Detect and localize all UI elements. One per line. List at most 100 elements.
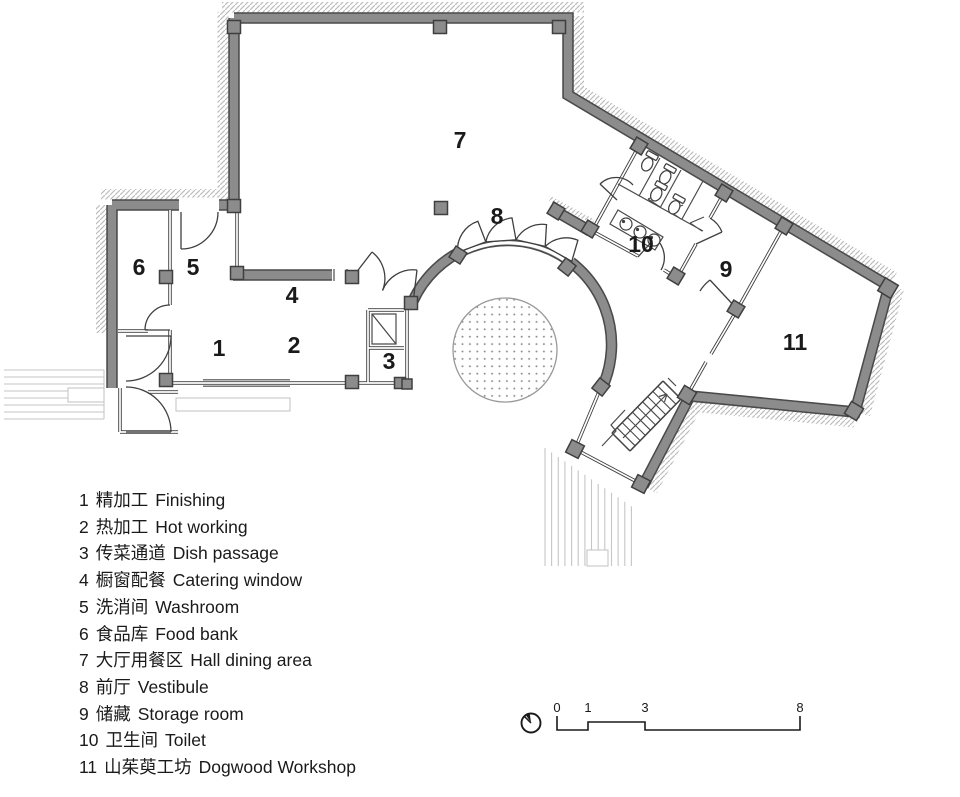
room-label-11: 11: [783, 329, 808, 355]
column: [774, 216, 794, 236]
dumbwaiter-shaft: [371, 313, 397, 345]
legend-item-zh: 山茱萸工坊: [104, 757, 192, 778]
column: [447, 244, 469, 266]
column: [401, 378, 413, 390]
column: [403, 295, 419, 311]
sinks: [619, 217, 661, 247]
exterior-hatch: [96, 2, 904, 494]
room-label-8: 8: [491, 203, 504, 229]
window-glazing: [203, 379, 290, 387]
legend-item: 5 洗消间 Washroom: [79, 594, 356, 621]
column: [433, 200, 449, 216]
legend-item-number: 6: [79, 623, 89, 644]
legend-item-zh: 传菜通道: [95, 543, 166, 564]
scale-tick-3: 3: [641, 700, 648, 715]
legend-item-zh: 储藏: [95, 703, 131, 724]
toilet-icon: [640, 150, 659, 172]
legend-item-number: 11: [79, 757, 98, 778]
column: [590, 376, 612, 398]
room-label-3: 3: [383, 348, 396, 374]
legend-item: 7 大厅用餐区 Hall dining area: [79, 647, 356, 674]
stair-direction-arrow: [622, 377, 677, 439]
legend-item-zh: 卫生间: [105, 730, 158, 751]
legend-item-en: Washroom: [155, 596, 240, 617]
room-labels: 1 2 3 4 5 6 7 8 9 10 11: [133, 127, 808, 374]
room-label-7: 7: [454, 127, 467, 153]
legend-item-en: Storage room: [137, 703, 244, 724]
legend-item-number: 2: [79, 516, 89, 537]
scale-tick-1: 1: [584, 700, 591, 715]
legend-item-zh: 食品库: [95, 623, 149, 644]
legend-item-en: Hot working: [155, 516, 248, 537]
legend-item-en: Hall dining area: [190, 650, 312, 671]
scale-tick-0: 0: [553, 700, 560, 715]
column: [556, 256, 578, 278]
stair-break-line: [601, 409, 626, 447]
legend-item-zh: 洗消间: [95, 596, 149, 617]
legend-item-en: Vestibule: [137, 676, 209, 697]
room-label-9: 9: [720, 256, 733, 282]
scale-bar: 0 1 3 8: [553, 700, 804, 731]
legend-item-number: 10: [79, 730, 99, 751]
legend-item: 11 山茱萸工坊 Dogwood Workshop: [79, 754, 356, 781]
column: [344, 269, 360, 285]
column: [843, 400, 865, 422]
column: [676, 384, 698, 406]
legend-item-number: 4: [79, 570, 89, 591]
legend-item-zh: 精加工: [95, 490, 149, 510]
columns: [158, 19, 900, 495]
room-label-4: 4: [286, 282, 299, 308]
legend-item-number: 3: [79, 543, 89, 564]
column: [226, 19, 242, 35]
toilet-fixtures: [609, 150, 686, 251]
legend-item-en: Finishing: [155, 490, 226, 510]
legend-item-zh: 大厅用餐区: [95, 650, 184, 671]
step-landing: [67, 387, 105, 403]
room-label-10: 10: [628, 231, 654, 257]
column: [629, 136, 649, 156]
column: [876, 276, 900, 300]
staircase: [601, 377, 682, 452]
legend-item-number: 7: [79, 650, 89, 671]
legend-item-en: Toilet: [164, 730, 206, 751]
toilet-icon: [667, 193, 686, 215]
room-label-1: 1: [213, 335, 226, 361]
door-swings: [125, 176, 738, 433]
legend-item-en: Dogwood Workshop: [198, 757, 356, 778]
legend-item: 2 热加工 Hot working: [79, 514, 356, 541]
legend-item: 10 卫生间 Toilet: [79, 727, 356, 754]
column: [344, 374, 360, 390]
legend-item-zh: 前厅: [95, 676, 131, 697]
legend-item-en: Dish passage: [172, 543, 279, 564]
entrance-door-leaves: [456, 217, 579, 263]
legend-item-zh: 热加工: [95, 516, 149, 537]
column: [726, 299, 746, 319]
wc-row: [640, 150, 686, 215]
column: [226, 198, 242, 214]
toilet-icon: [649, 180, 668, 202]
column: [158, 372, 174, 388]
column: [432, 19, 448, 35]
legend-item-number: 5: [79, 596, 89, 617]
vanity-counter: [609, 209, 664, 251]
legend-item-zh: 橱窗配餐: [95, 570, 166, 591]
step-lines: [544, 448, 632, 566]
legend-item-number: 9: [79, 703, 89, 724]
column: [229, 265, 245, 281]
exterior-steps-south: [544, 448, 632, 567]
window-sill: [175, 397, 291, 412]
room-label-5: 5: [187, 254, 200, 280]
column: [580, 219, 600, 239]
column: [666, 266, 686, 286]
column: [546, 201, 566, 221]
scale-tick-8: 8: [796, 700, 803, 715]
column: [630, 473, 652, 495]
courtyard-circle: [452, 297, 558, 403]
column: [714, 183, 734, 203]
legend-item-number: 1: [79, 490, 89, 510]
